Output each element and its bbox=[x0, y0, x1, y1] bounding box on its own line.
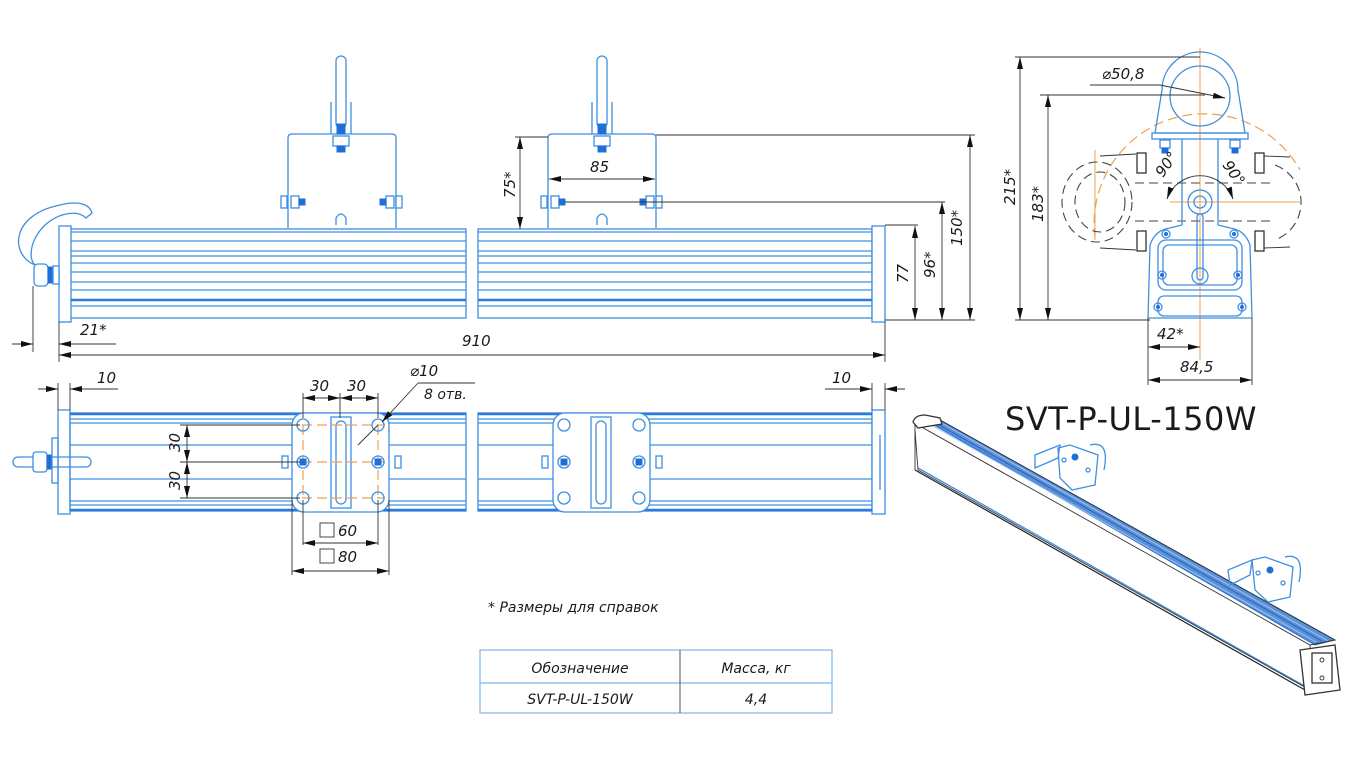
dim-total-height: 150* bbox=[948, 209, 966, 246]
pipe-clamp bbox=[1151, 51, 1249, 225]
dim-pipe-diameter: ⌀50,8 bbox=[1102, 65, 1144, 83]
table-header-mass: Масса, кг bbox=[721, 661, 791, 677]
luminaire-body-right bbox=[477, 225, 886, 323]
front-dimensions: 21* 910 75* 85 77 96* 150* bbox=[12, 134, 975, 362]
dim-body-height: 77 bbox=[894, 263, 912, 283]
cable-gland bbox=[18, 202, 93, 287]
dim-hole-diameter: ⌀10 bbox=[410, 362, 438, 380]
ghost-position-left bbox=[1061, 152, 1270, 252]
luminaire-body-left bbox=[58, 225, 467, 323]
table-cell-designation: SVT-P-UL-150W bbox=[527, 692, 634, 708]
iso-bracket-1 bbox=[1034, 443, 1107, 491]
dim-pivot-height: 183* bbox=[1029, 185, 1047, 222]
side-view: 90° 90° 215* 183* bbox=[1001, 48, 1302, 385]
mounting-plate-1 bbox=[281, 412, 402, 513]
dim-square-inner: 60 bbox=[338, 522, 357, 540]
dim-hole-spacing-x2: 30 bbox=[347, 377, 366, 395]
reference-note: * Размеры для справок bbox=[488, 600, 659, 616]
dim-end-height: 96* bbox=[921, 251, 939, 278]
mount-base bbox=[1147, 213, 1253, 319]
dim-hole-count: 8 отв. bbox=[424, 387, 467, 403]
dim-overall-height: 215* bbox=[1001, 168, 1019, 205]
dim-hole-spacing-x1: 30 bbox=[310, 377, 329, 395]
mounting-plate-2 bbox=[541, 412, 663, 513]
dim-hole-spacing-y2: 30 bbox=[166, 471, 184, 490]
front-view: 21* 910 75* 85 77 96* 150* bbox=[12, 55, 975, 362]
iso-bracket-2 bbox=[1227, 555, 1302, 603]
side-dimensions: 215* 183* ⌀50,8 42* 84,5 bbox=[1001, 56, 1253, 385]
dim-end-cap-right: 10 bbox=[832, 369, 851, 387]
spec-table: Обозначение Масса, кг SVT-P-UL-150W 4,4 bbox=[479, 649, 833, 714]
dim-bracket-width: 85 bbox=[590, 158, 609, 176]
dim-overall-length: 910 bbox=[462, 332, 491, 350]
dim-bracket-height: 75* bbox=[501, 171, 519, 198]
dim-half-width: 42* bbox=[1157, 325, 1184, 343]
dim-end-cap-left: 10 bbox=[97, 369, 116, 387]
table-header-designation: Обозначение bbox=[531, 661, 628, 677]
top-view: 10 10 30 30 30 30 ⌀10 8 отв. bbox=[12, 362, 905, 575]
dim-width: 84,5 bbox=[1180, 358, 1213, 376]
table-cell-mass: 4,4 bbox=[745, 692, 767, 708]
dim-hole-spacing-y1: 30 bbox=[166, 433, 184, 452]
isometric-view bbox=[912, 414, 1341, 696]
top-body-right bbox=[477, 409, 886, 515]
top-body-left bbox=[12, 409, 467, 515]
model-title: SVT-P-UL-150W bbox=[1005, 400, 1257, 438]
ghost-position-right bbox=[1254, 152, 1302, 252]
top-dimensions: 10 10 30 30 30 30 ⌀10 8 отв. bbox=[38, 362, 905, 575]
mounting-bracket-1 bbox=[280, 55, 403, 228]
dim-square-outer: 80 bbox=[338, 548, 357, 566]
dim-angle-left: 90° bbox=[1152, 148, 1182, 180]
dim-gland-offset: 21* bbox=[80, 321, 107, 339]
